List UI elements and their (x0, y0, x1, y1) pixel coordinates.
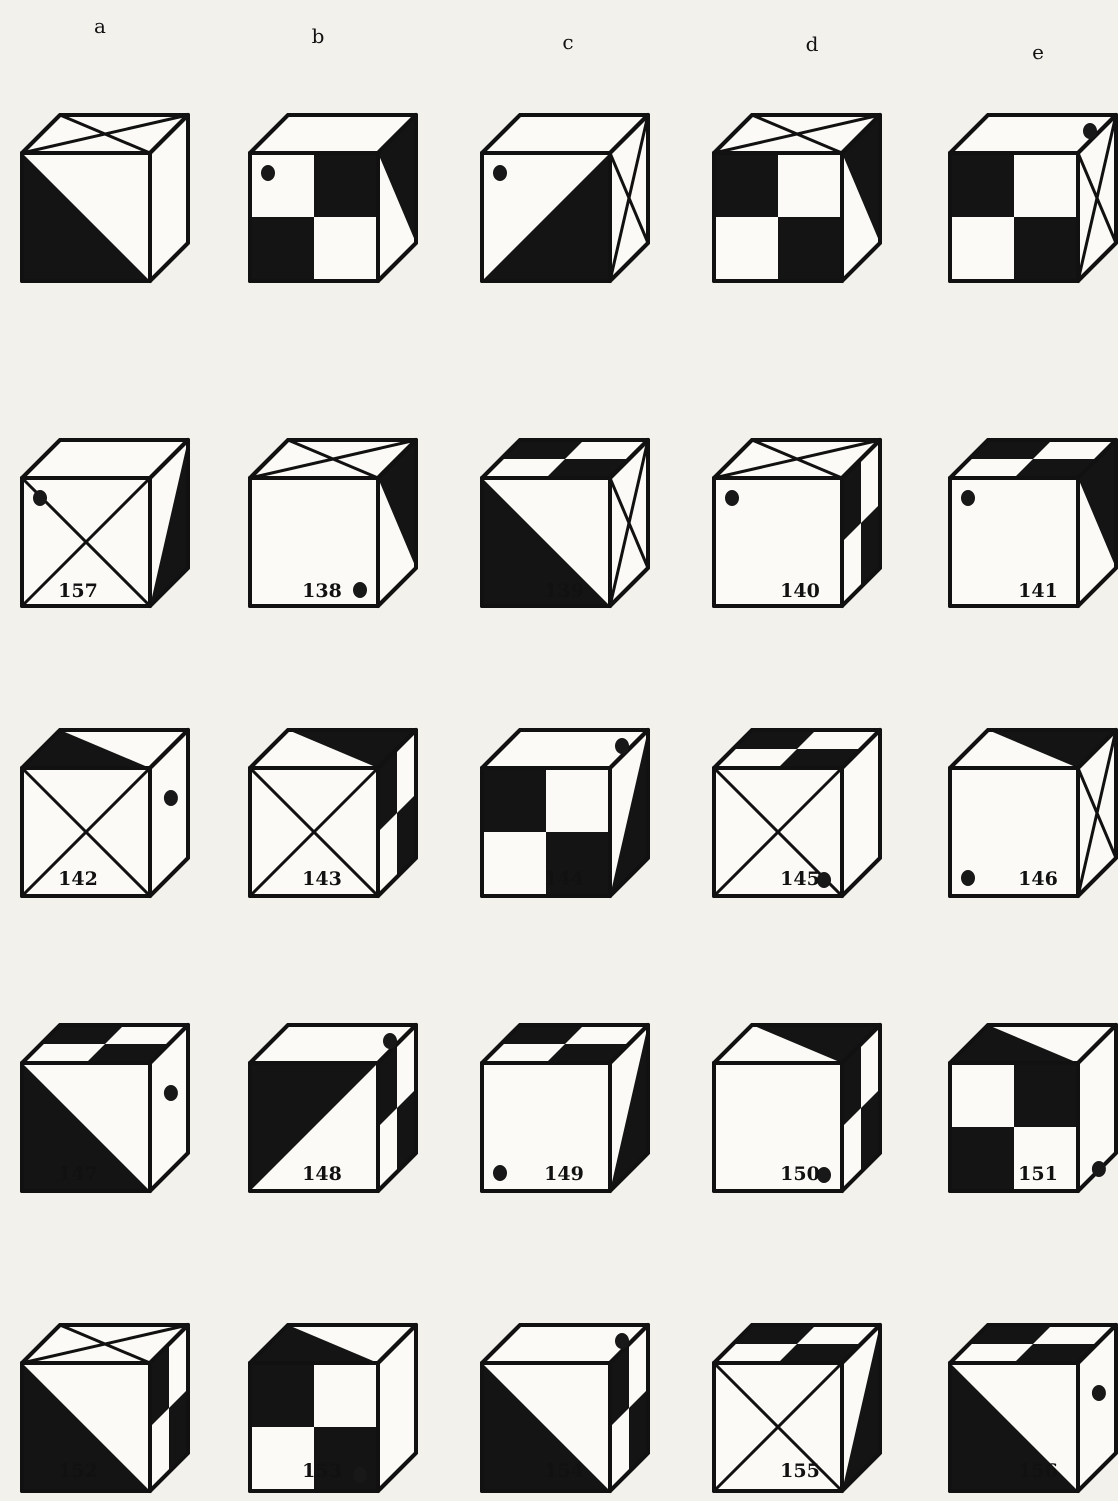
cube-r4-c0 (12, 1313, 198, 1501)
cube-r4-c1-dot (353, 1467, 367, 1483)
cube-number-152: 152 (58, 1460, 98, 1482)
cube-r4-c4-dot (1092, 1385, 1106, 1401)
cube-number-155: 155 (780, 1460, 820, 1482)
cube-r2-c4-dot (961, 870, 975, 886)
cube-r0-c1-figure (250, 115, 416, 281)
cube-number-138: 138 (302, 580, 342, 602)
cube-r1-c3-dot (725, 490, 739, 506)
cube-number-139: 139 (544, 580, 584, 602)
cube-r0-c3-figure (714, 115, 880, 281)
cube-number-142: 142 (58, 868, 98, 890)
cube-r2-c0-dot (164, 790, 178, 806)
cube-r1-c0 (12, 428, 198, 616)
cube-number-154: 154 (544, 1460, 584, 1482)
cube-number-157: 157 (58, 580, 98, 602)
cube-r3-c2-dot (493, 1165, 507, 1181)
column-label-e: e (1032, 40, 1044, 64)
cube-r1-c0-figure (22, 440, 188, 606)
cube-r0-c4-dot (1083, 123, 1097, 139)
cube-number-156: 156 (1018, 1460, 1058, 1482)
cube-number-146: 146 (1018, 868, 1058, 890)
column-label-b: b (312, 24, 325, 48)
cube-r3-c0 (12, 1013, 198, 1201)
cube-r0-c1-dot (261, 165, 275, 181)
cube-number-151: 151 (1018, 1163, 1058, 1185)
cube-r0-c2-dot (493, 165, 507, 181)
cube-r0-c3 (704, 103, 890, 291)
cube-r2-c0 (12, 718, 198, 906)
cube-r1-c0-dot (33, 490, 47, 506)
cube-r0-c4 (940, 103, 1118, 291)
cube-r0-c4-figure (950, 115, 1116, 281)
column-label-c: c (562, 30, 573, 54)
cube-r2-c2-dot (615, 738, 629, 754)
cube-r0-c0 (12, 103, 198, 291)
cube-r1-c4-dot (961, 490, 975, 506)
cube-r0-c0-figure (22, 115, 188, 281)
cube-r1-c1-dot (353, 582, 367, 598)
cube-r3-c4-dot (1092, 1161, 1106, 1177)
cube-r2-c0-figure (22, 730, 188, 896)
column-label-a: a (94, 14, 106, 38)
cube-number-148: 148 (302, 1163, 342, 1185)
cube-number-147: 147 (58, 1163, 98, 1185)
cube-number-144: 144 (544, 868, 584, 890)
cube-number-141: 141 (1018, 580, 1058, 602)
column-label-d: d (806, 32, 819, 56)
cube-number-153: 153 (302, 1460, 342, 1482)
cube-r3-c0-figure (22, 1025, 188, 1191)
cube-r0-c2 (472, 103, 658, 291)
cube-number-150: 150 (780, 1163, 820, 1185)
cube-number-140: 140 (780, 580, 820, 602)
cube-r4-c2-dot (615, 1333, 629, 1349)
cube-r0-c1 (240, 103, 426, 291)
cube-r4-c0-figure (22, 1325, 188, 1491)
cube-r3-c1-dot (383, 1033, 397, 1049)
cube-number-143: 143 (302, 868, 342, 890)
cube-r3-c0-dot (164, 1085, 178, 1101)
cube-number-145: 145 (780, 868, 820, 890)
cube-r0-c2-figure (482, 115, 648, 281)
cube-number-149: 149 (544, 1163, 584, 1185)
